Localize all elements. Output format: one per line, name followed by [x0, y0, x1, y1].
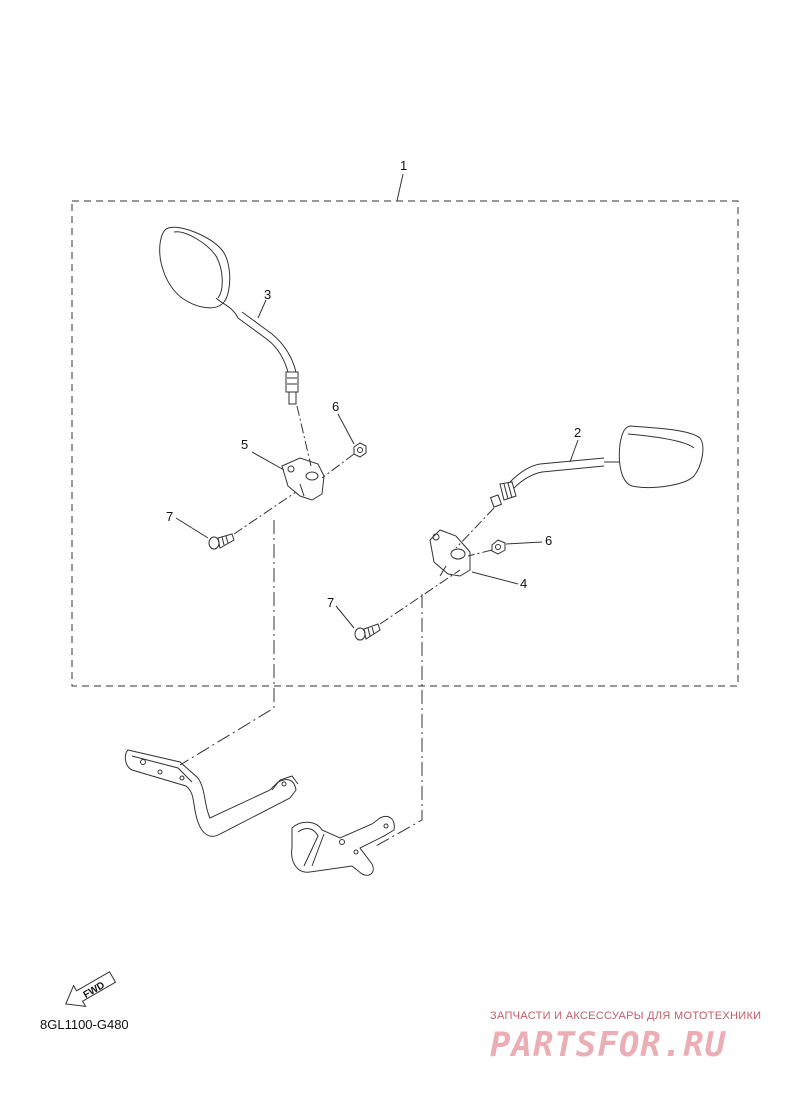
callout-7-left: 7 [166, 509, 173, 524]
left-handguard [124, 749, 299, 837]
right-handguard [291, 816, 395, 876]
callout-5: 5 [241, 437, 248, 452]
fwd-label: FWD [82, 980, 107, 1001]
right-bolt [354, 623, 381, 641]
right-bracket [429, 529, 471, 577]
diagram-code: 8GL1100-G480 [40, 1017, 129, 1032]
callout-6-right: 6 [545, 533, 552, 548]
right-mirror [489, 425, 704, 508]
watermark-subtitle: ЗАПЧАСТИ И АКСЕССУАРЫ ДЛЯ МОТОТЕХНИКИ [490, 1010, 762, 1022]
leader-4 [471, 571, 519, 585]
left-bolt [208, 533, 235, 550]
callout-1: 1 [400, 158, 407, 173]
left-bracket [281, 457, 325, 501]
callout-2: 2 [574, 425, 581, 440]
fwd-arrow-icon: FWD [65, 971, 117, 1008]
assembly-boundary [71, 200, 739, 687]
leader-3 [257, 299, 267, 319]
watermark-logo: PARTSFOR.RU [490, 1025, 727, 1065]
left-mirror [159, 226, 299, 405]
callout-4: 4 [520, 576, 527, 591]
right-nut [491, 539, 506, 555]
left-nut [353, 442, 367, 458]
callout-3: 3 [264, 287, 271, 302]
leader-2 [569, 439, 579, 463]
leader-5 [251, 451, 285, 471]
callout-7-right: 7 [327, 595, 334, 610]
leader-1 [396, 173, 404, 202]
callout-6-left: 6 [332, 399, 339, 414]
